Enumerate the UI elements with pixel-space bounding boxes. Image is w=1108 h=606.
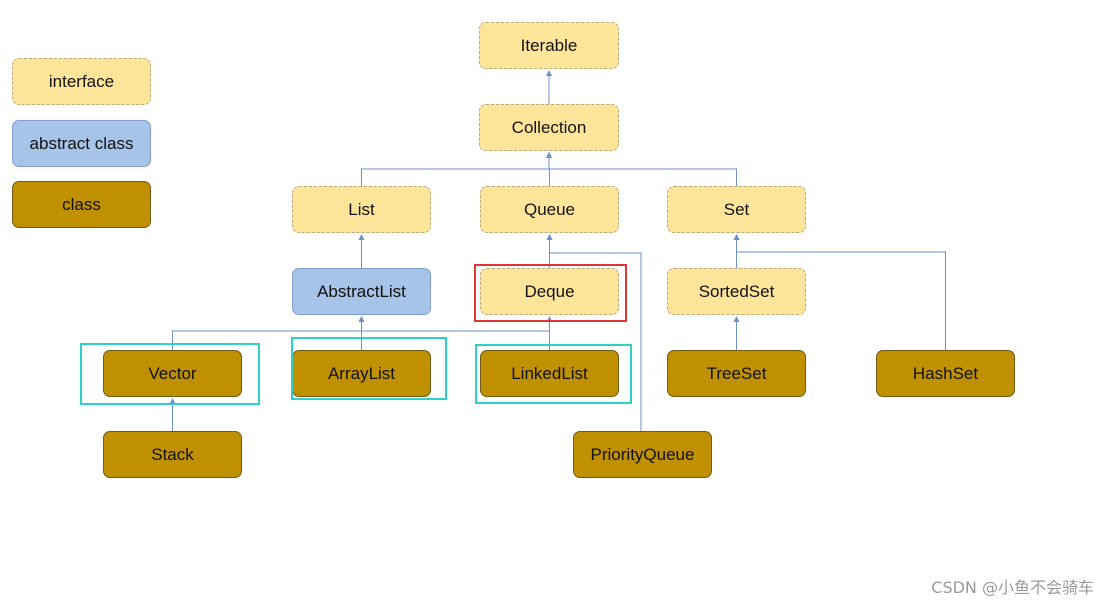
node-linkedlist: LinkedList <box>480 350 619 397</box>
node-queue: Queue <box>480 186 619 233</box>
node-stack: Stack <box>103 431 242 478</box>
highlight-frame-deque <box>474 264 627 322</box>
highlight-frame-arraylist <box>291 337 447 400</box>
connector-hashset-to-set <box>736 239 946 350</box>
arrowhead-linkedlist-to-abstractlist <box>358 316 365 322</box>
arrowhead-stack-to-vector <box>169 398 176 404</box>
arrowhead-priorityqueue-to-queue <box>546 234 553 240</box>
legend-abstract-class: abstract class <box>12 120 151 167</box>
node-arraylist: ArrayList <box>292 350 431 397</box>
connector-set-to-collection <box>548 157 737 186</box>
node-vector: Vector <box>103 350 242 397</box>
arrowhead-abstractlist-to-list <box>358 234 365 240</box>
arrowhead-collection-to-iterable <box>546 70 552 76</box>
legend-interface: interface <box>12 58 151 105</box>
node-set: Set <box>667 186 806 233</box>
arrowhead-hashset-to-set <box>733 234 740 240</box>
node-hashset: HashSet <box>876 350 1015 397</box>
legend-class: class <box>12 181 151 228</box>
node-priorityqueue: PriorityQueue <box>573 431 712 478</box>
arrowhead-treeset-to-sortedset <box>733 316 740 322</box>
highlight-frame-linkedlist <box>475 344 632 404</box>
node-deque: Deque <box>480 268 619 315</box>
node-abstractlist: AbstractList <box>292 268 431 315</box>
arrowhead-set-to-collection <box>546 152 552 158</box>
highlight-frame-vector <box>80 343 260 405</box>
node-collection: Collection <box>479 104 619 151</box>
node-sortedset: SortedSet <box>667 268 806 315</box>
connector-priorityqueue-to-queue <box>549 239 642 431</box>
node-list: List <box>292 186 431 233</box>
node-treeset: TreeSet <box>667 350 806 397</box>
connector-list-to-collection <box>361 157 550 186</box>
node-iterable: Iterable <box>479 22 619 69</box>
watermark: CSDN @小鱼不会骑车 <box>931 578 1094 597</box>
